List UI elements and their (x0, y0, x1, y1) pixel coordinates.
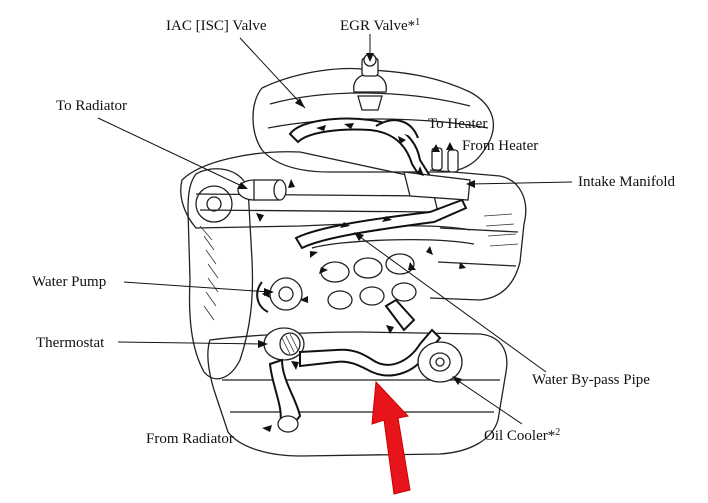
radiator-outlet (237, 179, 287, 201)
label-egr-valve-text: EGR Valve* (340, 18, 415, 34)
label-water-bypass-pipe: Water By-pass Pipe (532, 372, 650, 388)
coolant-hoses (237, 117, 471, 433)
label-egr-note: 1 (415, 17, 420, 28)
leader-lines (97, 34, 573, 425)
engine-block (207, 331, 508, 457)
labels: IAC [ISC] Valve EGR Valve*1 To Radiator … (32, 17, 676, 447)
label-from-radiator: From Radiator (146, 431, 234, 447)
leader-thermostat (117, 341, 265, 345)
label-egr-valve: EGR Valve*1 (340, 17, 420, 34)
leader-bypass (355, 233, 547, 373)
label-oil-cooler-note: 2 (555, 427, 560, 438)
label-oil-cooler: Oil Cooler*2 (484, 427, 560, 444)
leader-iac (239, 37, 306, 109)
leader-to-radiator (97, 117, 247, 189)
left-cam-cover (180, 151, 441, 229)
label-iac-valve: IAC [ISC] Valve (166, 18, 267, 34)
leader-intake (469, 181, 573, 185)
heater-pipes (403, 147, 471, 201)
label-to-heater: To Heater (428, 116, 487, 132)
label-oil-cooler-text: Oil Cooler* (484, 428, 555, 444)
egr-valve-part (353, 53, 387, 111)
oil-cooler-part (417, 341, 463, 383)
label-water-pump: Water Pump (32, 274, 106, 290)
label-from-heater: From Heater (462, 138, 538, 154)
bypass-pipe (294, 198, 468, 250)
thermostat-part (263, 327, 305, 361)
cam-pulley (195, 185, 233, 223)
label-intake-manifold: Intake Manifold (578, 174, 676, 190)
leader-water-pump (123, 281, 271, 293)
right-bank (429, 169, 527, 301)
label-thermostat: Thermostat (36, 335, 105, 351)
red-pointer-arrow-icon (371, 380, 411, 495)
label-to-radiator: To Radiator (56, 98, 127, 114)
water-pump-part (256, 277, 303, 313)
leader-oil-cooler (453, 377, 523, 425)
